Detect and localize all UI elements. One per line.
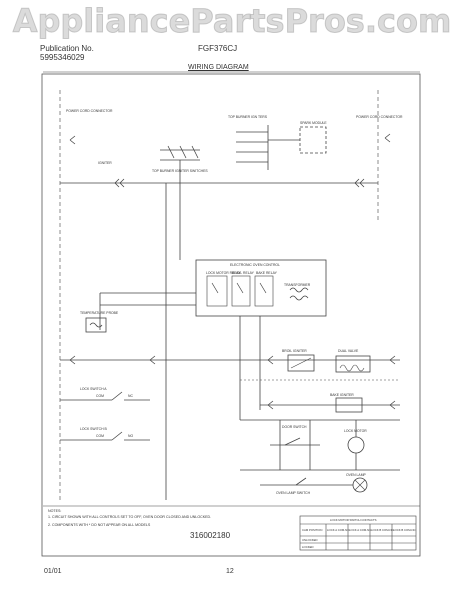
- broil-relay-label: BROIL RELAY: [232, 271, 255, 275]
- lock-a-com-label: COM: [96, 394, 104, 398]
- publication-number: 5995346029: [40, 53, 85, 62]
- ignition-igniter-label: IGNITER: [98, 161, 112, 165]
- power-cord-left-label: POWER CORD CONNECTOR: [66, 109, 113, 113]
- bake-igniter-label: BAKE IGNITER: [330, 393, 354, 397]
- diagram-frame: [41, 73, 421, 557]
- oven-lamp-label: OVEN LAMP: [346, 473, 367, 477]
- power-cord-right-label: POWER CORD CONNECTOR: [356, 115, 403, 119]
- oven-lamp-switch: [295, 477, 307, 486]
- transformer-label: TRANSFORMER: [284, 283, 311, 287]
- lock-a-nc-label: NC: [128, 394, 133, 398]
- lock-motor: [347, 436, 365, 454]
- top-burner-igniters: [236, 125, 300, 170]
- spark-module: [299, 126, 327, 154]
- table-header-0: CAM POSITION: [302, 528, 322, 532]
- electronic-oven-control-label: ELECTRONIC OVEN CONTROL: [230, 263, 280, 267]
- dual-valve-label: DUAL VALVE: [338, 349, 359, 353]
- top-burner-igniters-label: TOP BURNER IGN TERS: [228, 115, 268, 119]
- diagram-title: WIRING DIAGRAM: [188, 64, 249, 71]
- broil-igniter-label: BROIL IGNITER: [282, 349, 307, 353]
- temperature-probe: [85, 317, 107, 333]
- lock-switch-a-label: LOCK SWITCH A: [80, 387, 107, 391]
- door-switch-label: DOOR SWITCH: [282, 425, 307, 429]
- model-number: FGF376CJ: [198, 44, 238, 53]
- lock-motor-relay-label: LOCK MOTOR RELAY: [206, 271, 241, 275]
- table-title: LOCK MOTOR SWITCH CONTACTS: [330, 518, 377, 522]
- table-header-4: LOCK B COM-NC: [393, 528, 416, 532]
- spark-module-label: SPARK MODULE: [300, 121, 327, 125]
- publication-label: Publication No.: [40, 44, 94, 53]
- electronic-oven-control: [195, 259, 327, 317]
- bake-relay: [254, 275, 274, 307]
- broil-relay: [231, 275, 251, 307]
- notes-title: NOTES:: [48, 509, 61, 513]
- lock-b-no-label: NO: [128, 434, 133, 438]
- lock-motor-relay: [206, 275, 228, 307]
- footer-date: 01/01: [44, 568, 62, 575]
- power-cord-right-connector: [384, 133, 391, 143]
- broil-igniter: [287, 354, 315, 372]
- lock-switch-a: [60, 391, 150, 401]
- lock-motor-switch-table: [299, 515, 417, 551]
- top-burner-switches: [160, 145, 200, 183]
- lock-b-com-label: COM: [96, 434, 104, 438]
- note-1: 1. CIRCUIT SHOWN WITH ALL CONTROLS SET T…: [48, 515, 211, 519]
- bake-igniter: [335, 397, 363, 413]
- lock-motor-label: LOCK MOTOR: [344, 429, 367, 433]
- note-2: 2. COMPONENTS WITH * DO NOT APPEAR ON AL…: [48, 523, 151, 527]
- table-row-locked: LOCKED: [302, 545, 314, 549]
- lock-switch-b: [60, 431, 150, 441]
- site-watermark: AppliancePartsPros.com: [12, 2, 452, 41]
- table-row-unlocked: UNLOCKED: [302, 538, 318, 542]
- transformer: [289, 287, 309, 301]
- lock-switch-b-label: LOCK SWITCH B: [80, 427, 107, 431]
- burner-switches-label: TOP BURNER IGNITER SWITCHES: [152, 169, 208, 173]
- page-number: 12: [226, 568, 234, 575]
- power-cord-left-connector: [69, 135, 76, 145]
- door-switch: [284, 437, 301, 446]
- document-number: 316002180: [190, 531, 231, 540]
- table-header-2: LOCK A COM-NC: [349, 528, 371, 532]
- oven-lamp-switch-label: OVEN LAMP SWITCH: [276, 491, 311, 495]
- temperature-probe-label: TEMPERATURE PROBE: [80, 311, 119, 315]
- dual-valve: [335, 355, 371, 373]
- bake-relay-label: BAKE RELAY: [256, 271, 278, 275]
- table-header-1: LOCK A COM-NO: [327, 528, 350, 532]
- table-header-3: LOCK B COM-NO: [371, 528, 395, 532]
